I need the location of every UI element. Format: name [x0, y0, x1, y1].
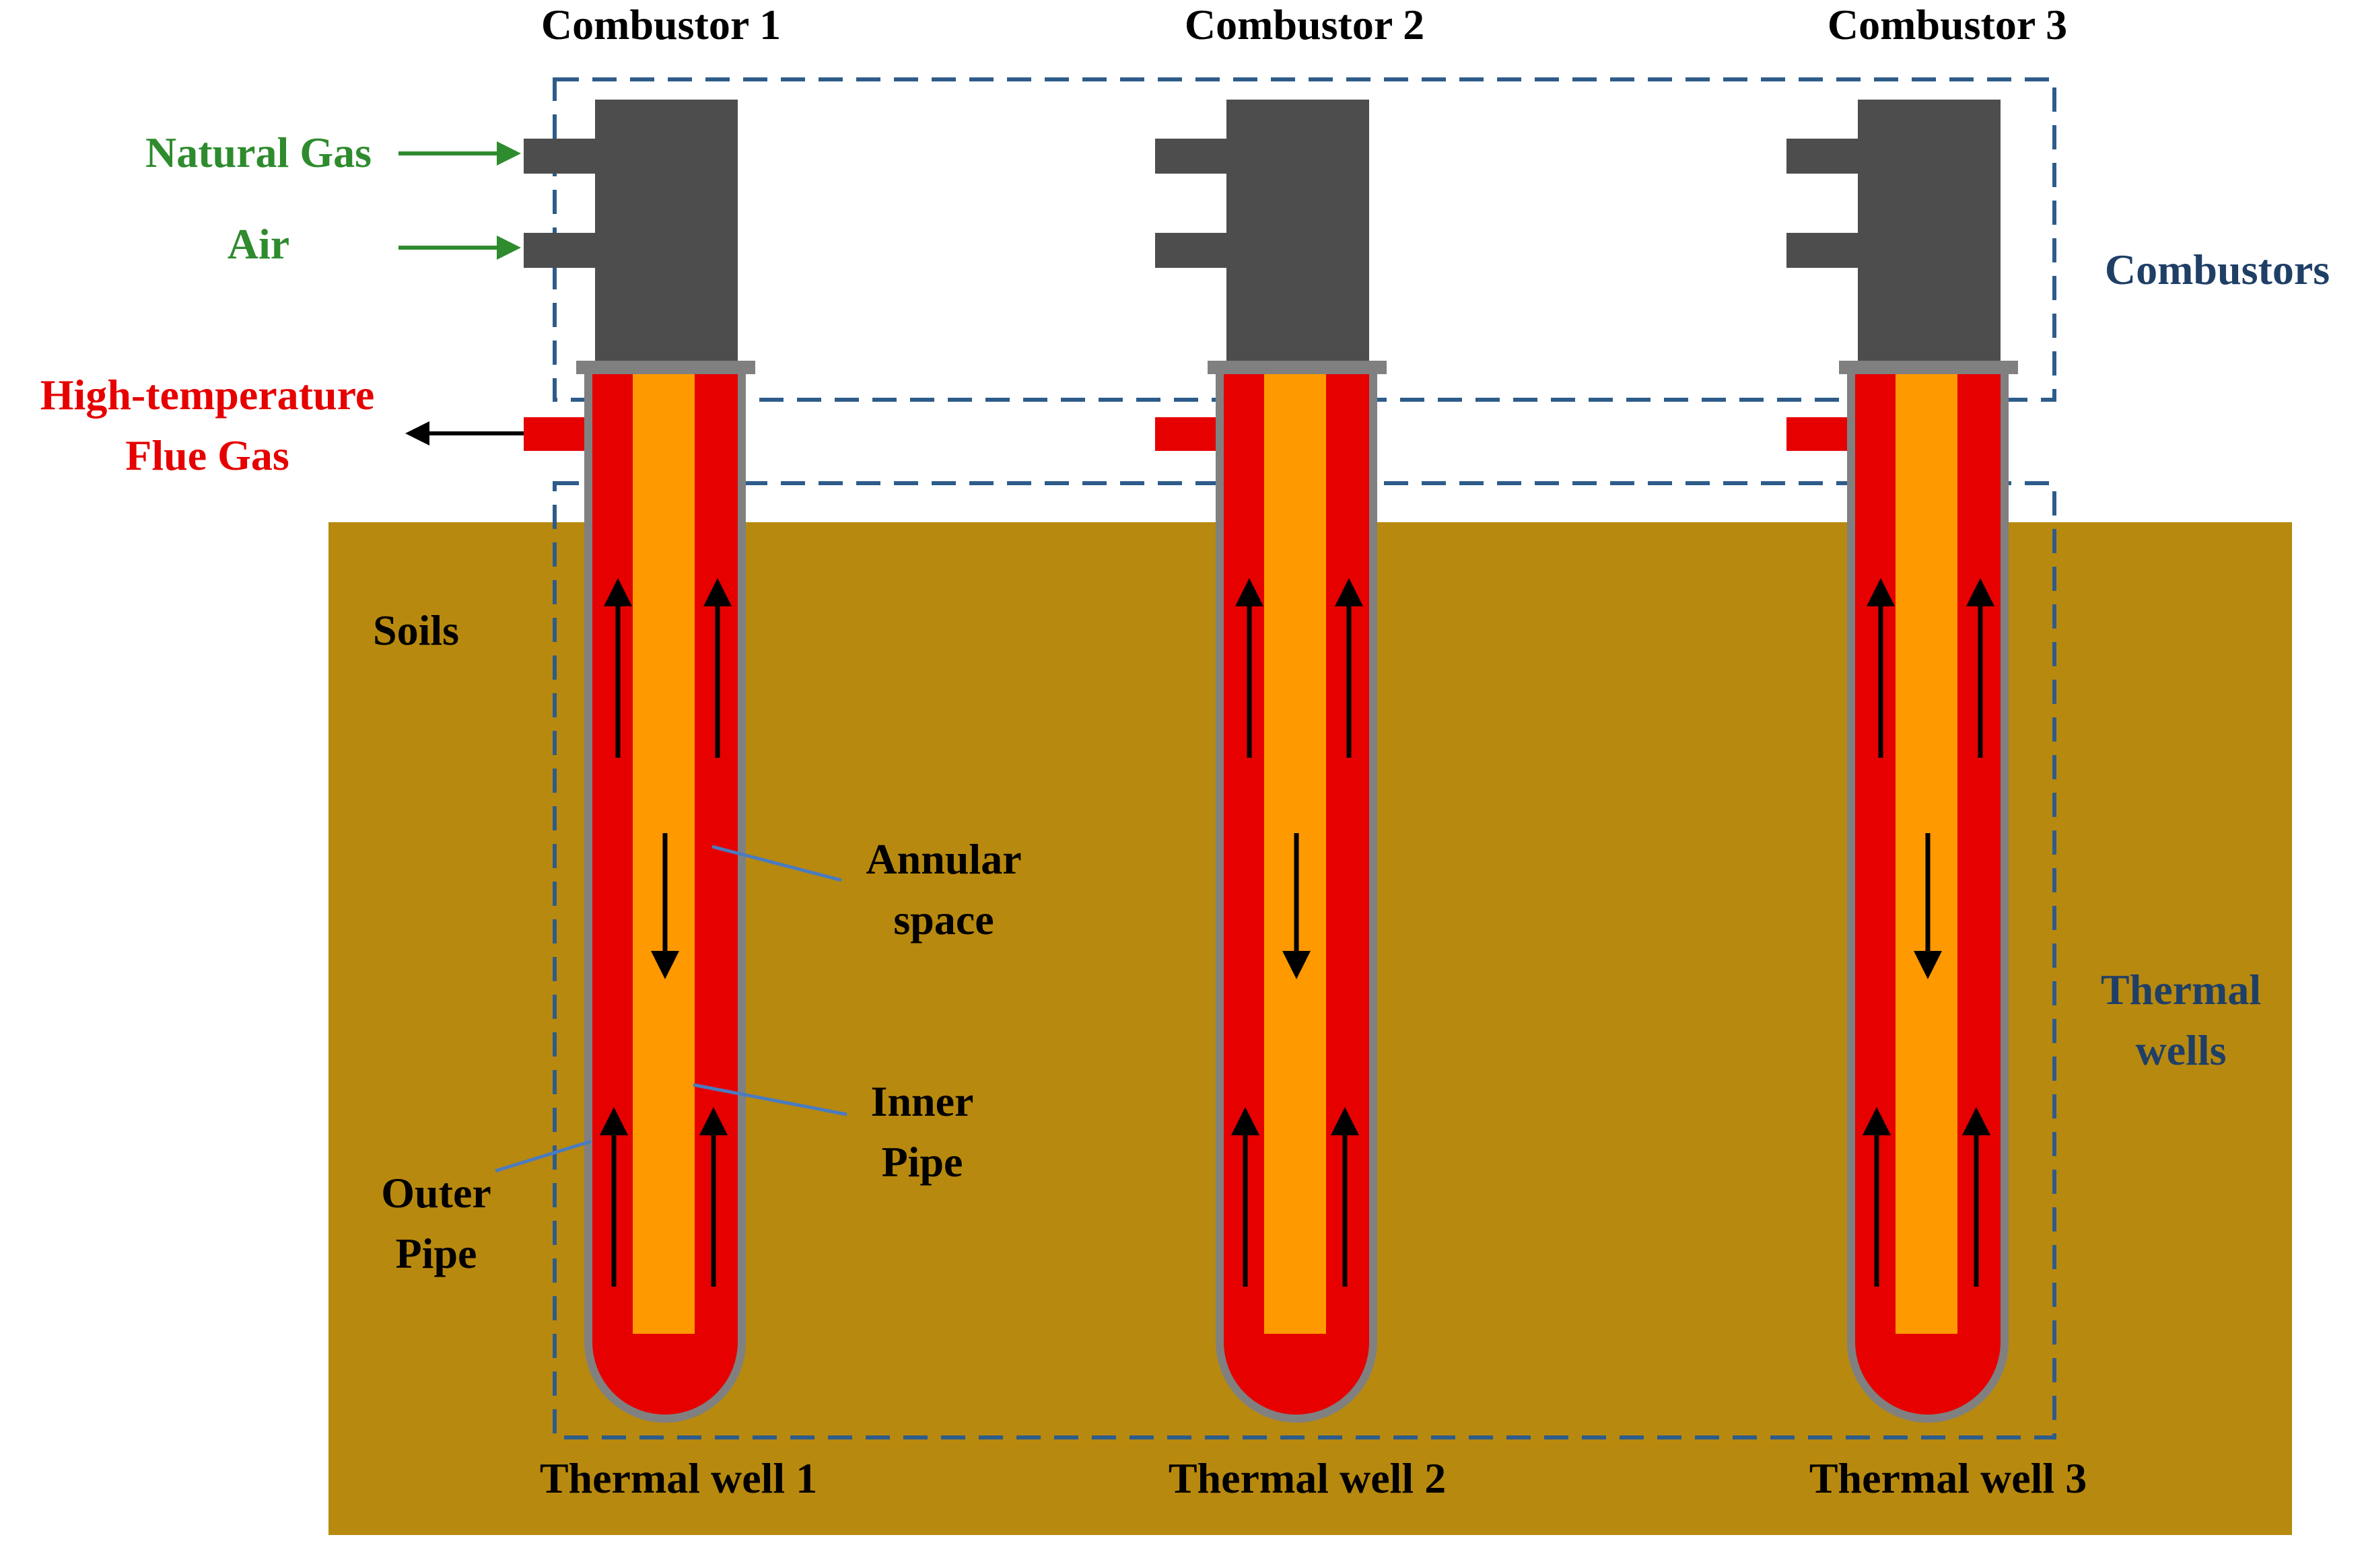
combustor-2-title: Combustor 2 — [1185, 1, 1424, 48]
outer-pipe-label-line1: Outer — [381, 1169, 491, 1217]
outer-pipe-leader — [495, 1139, 592, 1173]
flue-gas-label-line1: High-temperature — [40, 371, 374, 419]
thermal-well-2-label: Thermal well 2 — [1169, 1454, 1446, 1502]
well-3-flue-gas-outlet — [1786, 417, 1847, 451]
thermal-wells-group-box — [553, 481, 2056, 1439]
thermal-well-1-label: Thermal well 1 — [540, 1454, 817, 1502]
combustor-2-flange — [1208, 361, 1387, 374]
thermal-well-3-label: Thermal well 3 — [1809, 1454, 2087, 1502]
combustor-3-body — [1858, 100, 2001, 363]
annular-space-label-line2: space — [893, 896, 994, 943]
inner-pipe-label-line1: Inner — [871, 1077, 974, 1125]
inner-pipe-leader — [693, 1083, 847, 1116]
annular-space-label-line1: Annular — [866, 835, 1021, 883]
combustor-3-gas-inlet — [1786, 139, 1859, 174]
combustor-1-body — [595, 100, 738, 363]
inner-pipe-label-line2: Pipe — [882, 1138, 963, 1186]
soils-label: Soils — [373, 606, 459, 654]
combustor-3-flange — [1839, 361, 2018, 374]
well-1-flue-gas-outlet — [524, 417, 584, 451]
combustor-2-gas-inlet — [1155, 139, 1228, 174]
combustor-3-air-inlet — [1786, 233, 1859, 268]
combustor-1-gas-inlet — [524, 139, 596, 174]
natural-gas-label: Natural Gas — [145, 129, 372, 176]
flue-gas-label-line2: Flue Gas — [125, 431, 289, 479]
annular-space-leader — [711, 845, 842, 882]
combustor-3-title: Combustor 3 — [1828, 1, 2067, 48]
combustor-2-air-inlet — [1155, 233, 1228, 268]
air-label: Air — [228, 220, 289, 268]
combustor-2-body — [1226, 100, 1369, 363]
well-2-flue-gas-outlet — [1155, 417, 1216, 451]
thermal-wells-label-line1: Thermal — [2101, 966, 2261, 1013]
combustors-group-label: Combustors — [2105, 246, 2330, 293]
combustor-1-flange — [576, 361, 755, 374]
outer-pipe-label-line2: Pipe — [396, 1230, 477, 1277]
thermal-wells-label-line2: wells — [2135, 1026, 2226, 1074]
combustor-1-title: Combustor 1 — [541, 1, 781, 48]
combustor-1-air-inlet — [524, 233, 596, 268]
units-container — [524, 100, 2018, 1423]
